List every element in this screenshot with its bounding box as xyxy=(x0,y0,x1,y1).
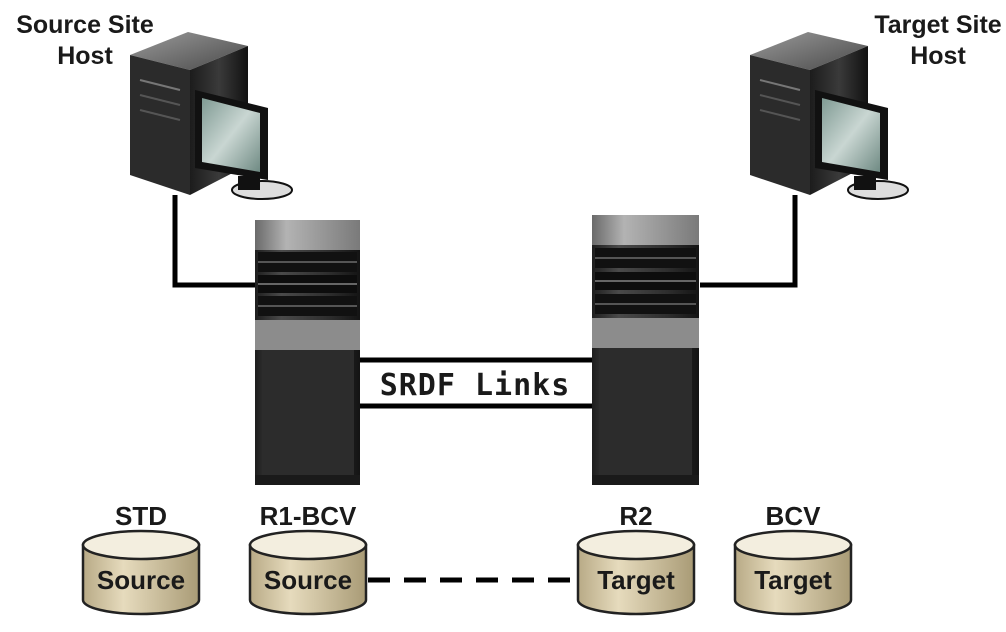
target-host-cable xyxy=(700,195,798,288)
cables xyxy=(172,195,798,583)
source-host-icon xyxy=(130,32,293,200)
disk-text-r1-bcv: Source xyxy=(263,565,353,595)
disk-title-bcv: BCV xyxy=(765,501,821,531)
disk-text-bcv: Target xyxy=(754,565,832,595)
disk-text-r2: Target xyxy=(597,565,675,595)
source-host-cable xyxy=(172,195,258,288)
source-storage-array xyxy=(255,220,360,485)
disk-r2 xyxy=(576,529,696,616)
disk-std xyxy=(81,529,201,616)
disk-r1-bcv xyxy=(248,529,368,616)
target-storage-array xyxy=(592,215,699,485)
target-host-label-line2: Host xyxy=(910,42,966,71)
source-host-label: Source Site Host xyxy=(0,10,185,73)
disk-title-r1-bcv: R1-BCV xyxy=(259,501,357,531)
disk-title-r2: R2 xyxy=(619,501,653,531)
disk-text-std: Source xyxy=(96,565,186,595)
disk-title-std: STD xyxy=(115,501,167,531)
disk-bcv xyxy=(733,529,853,616)
source-host-label-line2: Host xyxy=(57,42,113,71)
target-host-label-line1: Target Site xyxy=(874,11,1002,39)
source-host-label-line1: Source Site xyxy=(16,11,154,39)
target-host-label: Target Site Host xyxy=(838,10,1006,73)
target-host-icon xyxy=(750,32,909,200)
srdf-links-label: SRDF Links xyxy=(379,368,571,403)
